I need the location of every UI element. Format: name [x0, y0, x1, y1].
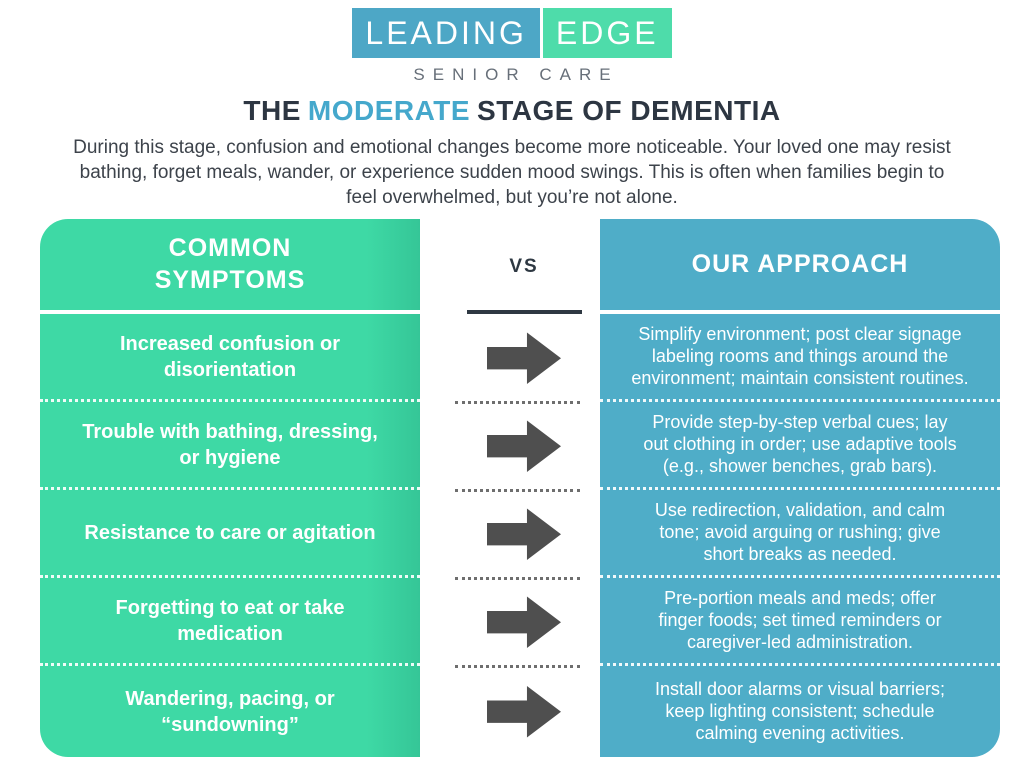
arrow-cell-5: [420, 666, 600, 757]
arrow-cell-3: [420, 490, 600, 581]
vs-divider: [467, 310, 582, 315]
approach-cell-1: Simplify environment; post clear signage…: [600, 314, 1000, 403]
approach-cell-5: Install door alarms or visual barriers; …: [654, 678, 946, 743]
approach-header: OUR APPROACH: [600, 219, 1000, 315]
right-arrow-icon: [487, 685, 561, 738]
approach-cell-3: Use redirection, validation, and calm to…: [600, 490, 1000, 579]
vs-column: VS: [420, 219, 600, 758]
brand-logo: LEADING EDGE: [0, 8, 1024, 58]
symptoms-column: COMMON SYMPTOMS Increased confusion or d…: [40, 219, 420, 758]
approach-cell-4: Pre-portion meals and meds; offer finger…: [600, 578, 1000, 667]
comparison-table: COMMON SYMPTOMS Increased confusion or d…: [40, 219, 1000, 758]
symptoms-header: COMMON SYMPTOMS: [40, 219, 420, 315]
symptom-cell-1: Increased confusion or disorientation: [40, 314, 420, 403]
arrow-cell-1: [420, 314, 600, 405]
symptom-cell-5: Wandering, pacing, or “sundowning”: [125, 687, 335, 736]
approach-column: OUR APPROACH Simplify environment; post …: [600, 219, 1000, 758]
logo-edge-badge: EDGE: [542, 8, 672, 58]
title-highlight: MODERATE: [307, 95, 471, 126]
symptom-cell-3: Resistance to care or agitation: [40, 490, 420, 579]
intro-text: During this stage, confusion and emotion…: [73, 137, 951, 209]
approach-cell-2: Provide step-by-step verbal cues; lay ou…: [600, 402, 1000, 491]
right-arrow-icon: [487, 596, 561, 648]
title-prefix: THE: [243, 95, 301, 126]
vs-header: VS: [420, 219, 600, 315]
arrow-cell-2: [420, 402, 600, 493]
symptom-cell-4: Forgetting to eat or take medication: [40, 578, 420, 667]
symptom-cell-2: Trouble with bathing, dressing, or hygie…: [40, 402, 420, 491]
logo-subtitle: SENIOR CARE: [413, 65, 619, 84]
title-suffix: STAGE OF DEMENTIA: [477, 95, 781, 126]
logo-leading-badge: LEADING: [352, 8, 540, 58]
right-arrow-icon: [487, 420, 561, 472]
right-arrow-icon: [487, 332, 561, 384]
vs-label: VS: [509, 255, 539, 277]
arrow-cell-4: [420, 578, 600, 669]
right-arrow-icon: [487, 508, 561, 560]
